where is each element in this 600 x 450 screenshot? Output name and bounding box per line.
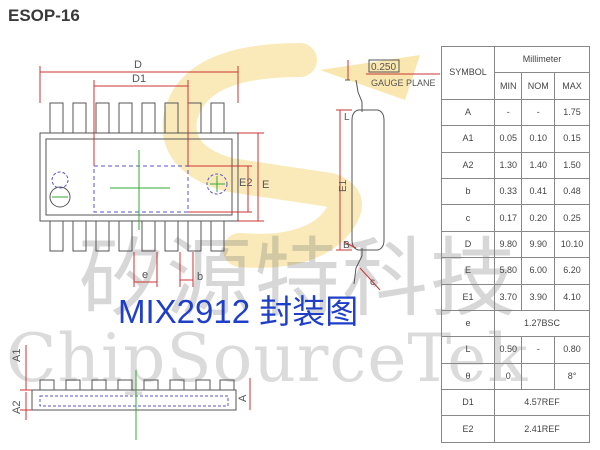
label-E: E (262, 179, 269, 191)
dimension-table: SYMBOL Millimeter MIN NOM MAX A - - 1.75… (441, 45, 590, 443)
top-leads (49, 102, 225, 134)
label-L: L (344, 112, 350, 123)
label-D: D (134, 59, 142, 71)
unit-header: Millimeter (494, 45, 590, 74)
symbol-header: SYMBOL (441, 46, 495, 100)
bottom-leads (49, 220, 225, 252)
table-row: b 0.33 0.41 0.48 (441, 177, 590, 206)
label-e: e (142, 269, 148, 281)
table-row: D1 4.57REF (441, 389, 590, 417)
table-row: E1 3.70 3.90 4.10 (441, 283, 590, 311)
label-A2: A2 (11, 401, 23, 414)
side-view-body (351, 109, 385, 251)
table-row: D 9.80 9.90 10.10 (441, 230, 590, 259)
package-caption: MIX2912 封装图 (118, 293, 359, 330)
table-row: θ 0 8° (441, 362, 590, 391)
label-A: A (237, 394, 249, 402)
label-c: c (370, 277, 375, 288)
table-row: E2 2.41REF (441, 415, 590, 443)
watermark-english: ChipSourceTek (6, 320, 529, 397)
label-B: B (343, 240, 350, 251)
table-row: c 0.17 0.20 0.25 (441, 204, 590, 232)
label-E1: E1 (338, 179, 349, 192)
package-title: ESOP-16 (8, 6, 80, 25)
col-max-header: MAX (554, 72, 590, 100)
table-row: E 5.80 6.00 6.20 (441, 257, 590, 285)
table-row: A - - 1.75 (441, 98, 590, 127)
label-A1: A1 (11, 349, 23, 362)
label-E2: E2 (239, 177, 252, 189)
label-b: b (197, 271, 203, 283)
bottom-view-leads (39, 379, 235, 391)
table-row: L 0.50 - 0.80 (441, 336, 590, 364)
bottom-view-body (31, 389, 237, 411)
exposed-pad (93, 165, 189, 213)
col-min-header: MIN (493, 72, 523, 100)
label-D1: D1 (132, 73, 146, 85)
table-row: A1 0.05 0.10 0.15 (441, 125, 590, 153)
gauge-plane-label: GAUGE PLANE (371, 78, 436, 88)
gauge-value: 0.250 (371, 62, 396, 73)
table-row: A2 1.30 1.40 1.50 (441, 151, 590, 179)
table-row: e 1.27BSC (441, 309, 590, 338)
col-nom-header: NOM (521, 72, 556, 100)
